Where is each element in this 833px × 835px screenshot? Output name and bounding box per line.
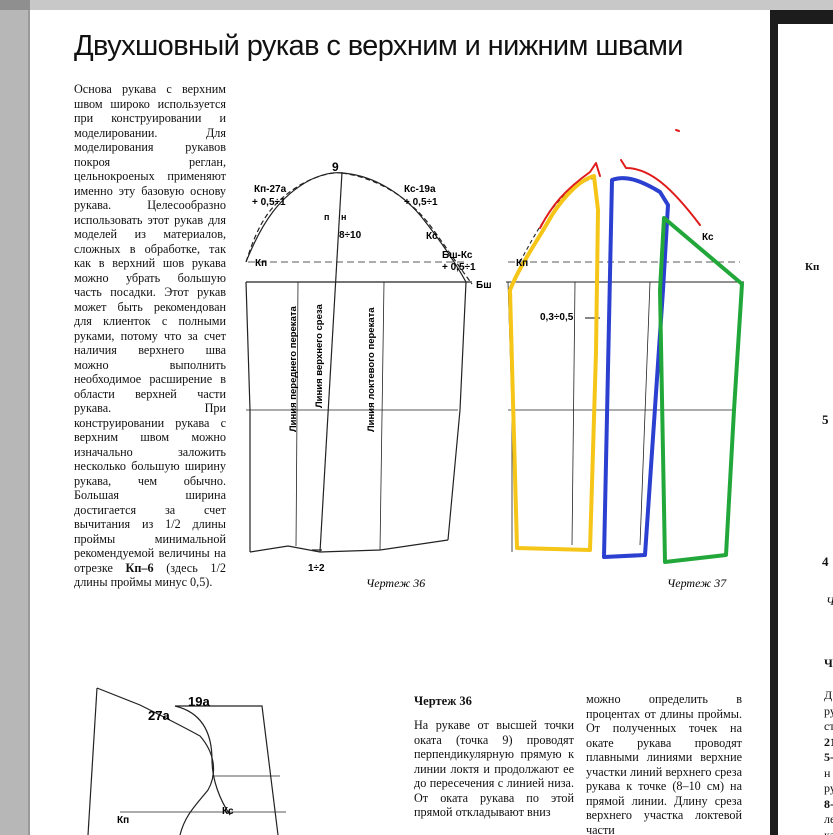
back-side (447, 281, 467, 541)
left-margin (0, 10, 30, 835)
document-page: Двухшовный рукав с верхним и нижним швам… (30, 10, 770, 835)
rp-label-4: 4 (822, 554, 829, 569)
rp-line: ст (824, 719, 833, 733)
rp-line: ру (824, 703, 833, 718)
rp-caption-fragment: Ч (826, 594, 833, 610)
label-19a: 19а (188, 694, 210, 709)
label-kp27a-val: + 0,5÷1 (252, 197, 286, 208)
intro-p2-part: (здесь (153, 560, 211, 575)
label-bsh-ks-val: + 0,5÷1 (442, 262, 476, 273)
rp-label-kp: Кп (805, 261, 820, 273)
segment-label: Кп–6 (125, 560, 154, 575)
drawing-36 (245, 171, 473, 553)
rp-line: 5- (824, 750, 833, 764)
fraction: 1/2 (210, 560, 226, 575)
red-dot (675, 129, 680, 132)
label-ks19a-val: + 0,5÷1 (404, 197, 438, 208)
front-side (245, 281, 251, 552)
drawing-37-overlay (508, 129, 744, 564)
top-seam-line (319, 171, 343, 553)
label-n: н (341, 212, 347, 222)
rp-label-5: 5 (822, 412, 829, 427)
intro-p2-part: длины проймы минус 0,5). (74, 575, 213, 589)
rp-line: ка (824, 827, 833, 835)
rp-line: ру (824, 781, 833, 795)
label-elbow-fold-line: Линия локтевого переката (366, 307, 377, 432)
yellow-outline-front-part (508, 174, 600, 552)
label-p: п (324, 212, 330, 222)
label-8-10: 8÷10 (339, 230, 362, 241)
intro-p2-part: При конструировании рукава с верхним шво… (74, 401, 227, 531)
label-ks: Кс (702, 232, 714, 243)
rp-line: ле (824, 812, 833, 826)
label-top-seam-line: Линия верхнего среза (314, 304, 325, 408)
rp-text-column: Д ру ст 21 5- н ру 8- ле ка П (824, 688, 833, 835)
red-cap-line-back (620, 159, 701, 226)
rp-line: н (824, 765, 831, 780)
intro-paragraph-1: Основа рукава с верхним швом широко испо… (74, 82, 226, 415)
label-bsh-ks: Бш-Кс (442, 250, 473, 261)
rp-line: Д (824, 688, 833, 702)
label-ks19a: Кс-19а (404, 184, 436, 195)
rp-heading-fragment: Ч (824, 656, 833, 670)
bottom-curve-right (174, 705, 231, 816)
section-heading: Чертеж 36 (414, 694, 472, 708)
green-outline-back-part (658, 216, 744, 564)
blue-outline-top-part (602, 176, 670, 559)
red-cap-line-front (539, 162, 601, 229)
caption-drawing-37: Чертеж 37 (667, 576, 727, 590)
label-27a: 27а (148, 708, 170, 723)
fraction: 1/2 (165, 517, 181, 531)
label-ks: Кс (222, 806, 234, 817)
caption-drawing-36: Чертеж 36 (366, 576, 426, 590)
window-top-strip (0, 0, 833, 10)
label-bsh: Бш (476, 280, 492, 291)
label-point-9: 9 (332, 160, 339, 174)
intro-p2-part: длины проймы минимальной рекомендуемой в… (74, 517, 226, 575)
label-0-3-0-5: 0,3÷0,5 (540, 312, 574, 323)
rp-line: 8- (824, 796, 833, 811)
label-kp: Кп (117, 815, 130, 826)
cap-curve-back-dashed (341, 172, 473, 285)
next-page-fragment: Кп 5 4 Ч Ч Д ру ст 21 5- н ру 8- ле ка П (778, 24, 833, 835)
page-title: Двухшовный рукав с верхним и нижним швам… (74, 30, 684, 62)
intro-paragraph-2: При конструировании рукава с верхним шво… (74, 401, 226, 589)
label-kp: Кп (255, 258, 268, 269)
label-front-fold-line: Линия переднего переката (288, 306, 299, 432)
label-1-2: 1÷2 (308, 563, 325, 574)
bottom-text-column-1: На рукаве от высшей точки оката (точка 9… (414, 718, 574, 819)
bottom-text-column-2: можно определить в процентах от длины пр… (586, 692, 742, 835)
hem-line (249, 539, 449, 553)
bottom-drawing (87, 687, 286, 835)
bottom-right-part (175, 705, 279, 835)
front-fold-line (295, 281, 299, 547)
front-fold-line (571, 281, 576, 546)
elbow-fold-line (379, 281, 385, 551)
label-kp: Кп (516, 258, 529, 269)
rp-line: 21 (824, 734, 833, 749)
label-ks: Кс (426, 231, 438, 242)
elbow-fold-line (639, 281, 651, 546)
intro-text: Основа рукава с верхним швом широко испо… (74, 82, 226, 590)
label-kp27a: Кп-27а (254, 184, 287, 195)
bottom-left-edge (87, 687, 98, 835)
pattern-drawings (87, 129, 744, 835)
top-strip-highlight (30, 0, 833, 10)
